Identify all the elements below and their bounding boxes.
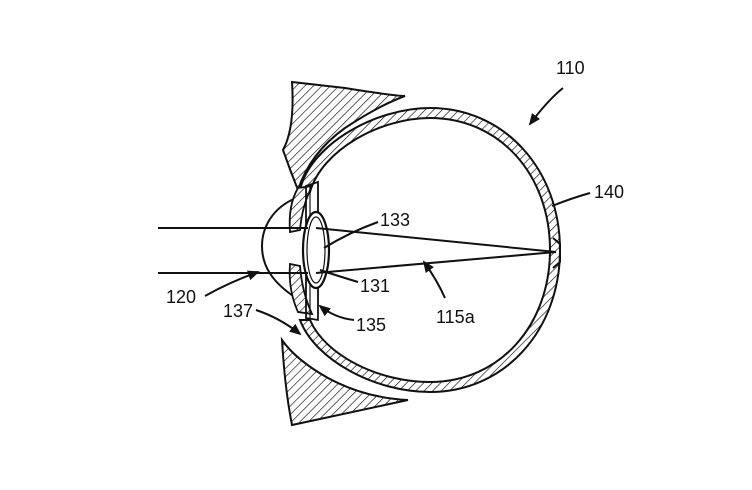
- lower-lid: [280, 336, 409, 427]
- upper-lid: [281, 80, 406, 193]
- label-140: 140: [594, 182, 624, 202]
- leader-135: [318, 304, 355, 321]
- leader-137: [255, 309, 302, 336]
- leader-120: [204, 270, 260, 297]
- label-120: 120: [166, 287, 196, 307]
- lens: [301, 210, 331, 290]
- leader-131: [319, 269, 359, 283]
- label-110: 110: [556, 58, 585, 78]
- label-133: 133: [380, 210, 410, 230]
- label-135: 135: [356, 315, 386, 335]
- cornea: [260, 197, 297, 299]
- label-131: 131: [360, 276, 390, 296]
- label-137: 137: [223, 301, 253, 321]
- leader-110: [528, 87, 564, 126]
- label-115a: 115a: [436, 307, 476, 327]
- leader-140: [551, 192, 591, 207]
- eyeball-wall: [298, 106, 562, 394]
- leader-133: [323, 221, 379, 249]
- retina-focus: [552, 237, 561, 269]
- ray-upper-refracted: [315, 227, 557, 253]
- leader-115a: [422, 260, 446, 299]
- ray-lower-refracted: [315, 251, 557, 274]
